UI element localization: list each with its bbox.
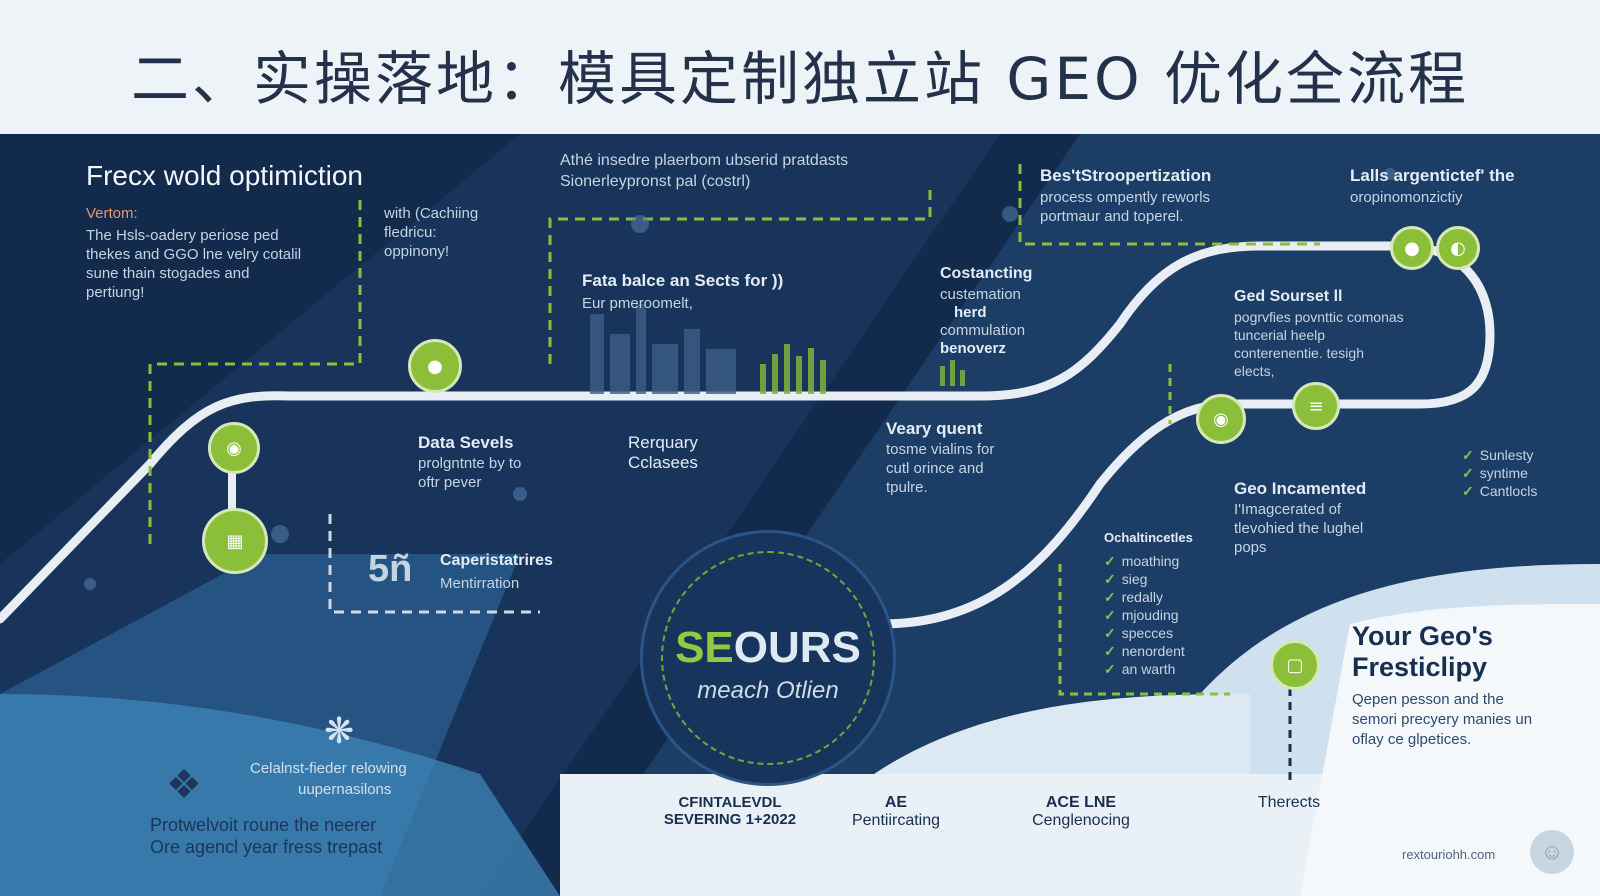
data-sevels-body: prolgntnte by to oftr pever: [418, 455, 522, 491]
costancting-body4: benoverz: [940, 340, 1006, 357]
chal-item: ✓sieg: [1104, 571, 1148, 587]
caper-number: 5ñ: [368, 548, 413, 590]
checklist-item: ✓Sunlesty: [1462, 447, 1534, 463]
center-badge-title: SEOURS: [675, 623, 861, 672]
optimization-body: process ompently reworls portmaur and to…: [1040, 189, 1211, 225]
costancting-body2: herd: [954, 304, 987, 321]
costancting-body1: custemation: [940, 286, 1021, 303]
puzzle-icon: ❖: [166, 763, 202, 807]
chal-item: ✓moathing: [1104, 553, 1180, 569]
foot-line-1: Protwelvoit roune the neerer: [150, 815, 377, 835]
top-center-line2: Sionerleypronst pal (costrl): [560, 173, 751, 190]
intro-side-note: with (Cachiing fledricu: oppinony!: [384, 205, 479, 260]
watermark: rextouriohh.com: [1402, 847, 1496, 862]
chal-list: ✓moathing ✓sieg ✓redally ✓mjouding ✓spec…: [1104, 552, 1185, 678]
logo-icon: ☺: [1530, 830, 1574, 874]
optimization-heading: Bes'tStroopertization: [1040, 166, 1212, 185]
argentic-body: oropinomonzictiy: [1350, 189, 1463, 206]
gear-icon: ❋: [324, 710, 355, 751]
top-center-line1: Athé insedre plaerbom ubserid pratdasts: [560, 152, 849, 169]
costancting-heading: Costancting: [940, 265, 1033, 282]
rerquary-heading: Rerquary Cclasees: [628, 433, 698, 472]
ged-body: pogrvfies povnttic comonas tuncerial hee…: [1234, 309, 1404, 379]
ged-heading: Ged Sourset ll: [1234, 288, 1343, 305]
bottom-label: Therects: [1257, 794, 1321, 811]
milestone-node: ●: [1390, 226, 1434, 270]
argentic-heading: Lalls argentictef' the: [1350, 166, 1515, 185]
center-badge-subtitle: meach Otlien: [697, 677, 839, 704]
milestone-node: ◐: [1436, 226, 1480, 270]
map-node: ▦: [202, 508, 268, 574]
geo-incamented-heading: Geo Incamented: [1234, 479, 1367, 498]
data-sevels-heading: Data Sevels: [418, 433, 514, 452]
page-title: 二、实操落地：模具定制独立站 GEO 优化全流程: [130, 45, 1470, 113]
milestone-node: ◉: [208, 422, 260, 474]
chal-item: ✓redally: [1104, 589, 1163, 605]
center-badge-ring: [661, 551, 875, 765]
geo-incamented-body: I'Imagcerated of tlevohied the lughel po…: [1234, 501, 1364, 556]
intro-label: Vertom:: [86, 205, 138, 222]
caption-2: uupernasilons: [298, 781, 392, 798]
chat-node: ▢: [1270, 640, 1320, 690]
caper-body: Mentirration: [440, 575, 520, 592]
header: 二、实操落地：模具定制独立站 GEO 优化全流程: [0, 0, 1600, 134]
infographic-canvas: ● ◉ ▦ ● ◐ ◉ ≡ ▢ Frecx wold optimiction V…: [0, 134, 1600, 896]
your-geo-body: Qepen pesson and the semori precyery man…: [1352, 691, 1533, 748]
intro-body: The Hsls-oadery periose ped thekes and G…: [86, 227, 302, 301]
chal-item: ✓an warth: [1104, 661, 1176, 677]
checklist-item: ✓syntime: [1462, 465, 1528, 481]
chal-item: ✓nenordent: [1104, 643, 1185, 659]
veary-heading: Veary quent: [886, 419, 983, 438]
your-geo-heading-1: Your Geo's: [1352, 621, 1493, 651]
chal-heading: Ochaltincetles: [1104, 530, 1193, 545]
right-checklist: ✓Sunlesty ✓syntime ✓Cantlocls: [1462, 446, 1537, 500]
caper-heading: Caperistatrires: [440, 552, 553, 569]
milestone-node: ◉: [1196, 394, 1246, 444]
foot-line-2: Ore agencl year fress trepast: [150, 837, 383, 857]
veary-body: tosme vialins for cutl orince and tpulre…: [886, 441, 995, 496]
costancting-body3: commulation: [940, 322, 1026, 339]
checklist-item: ✓Cantlocls: [1462, 483, 1538, 499]
caption-1: Celalnst-fieder relowing: [250, 760, 407, 777]
center-badge: SEOURS meach Otlien: [640, 530, 896, 786]
your-geo-heading-2: Fresticlipy: [1352, 652, 1488, 682]
fata-heading: Fata balce an Sects for )): [582, 271, 784, 290]
menu-node: ≡: [1292, 382, 1340, 430]
milestone-node: ●: [408, 339, 462, 393]
chal-item: ✓mjouding: [1104, 607, 1179, 623]
chal-item: ✓specces: [1104, 625, 1174, 641]
fata-body: Eur pmeroomelt,: [582, 295, 693, 312]
intro-heading: Frecx wold optimiction: [86, 160, 363, 191]
